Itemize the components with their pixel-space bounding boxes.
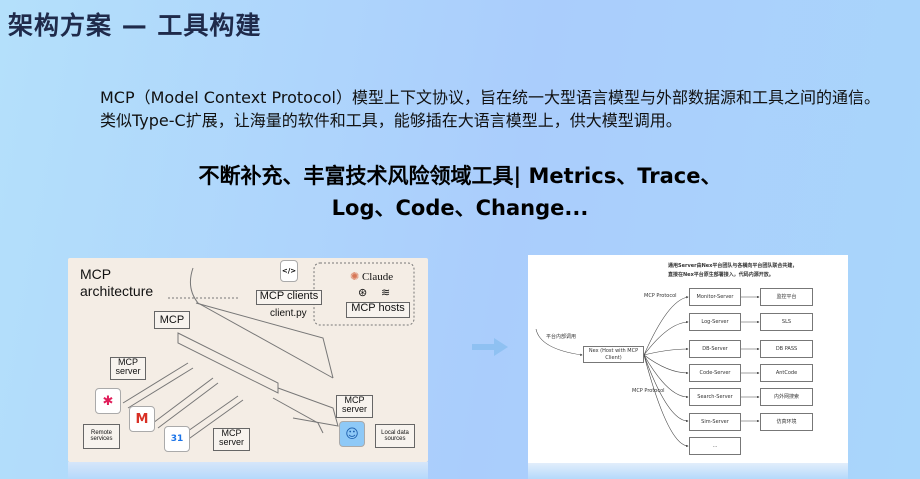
image-reflection — [68, 462, 428, 479]
headline-line-2: Log、Code、Change... — [331, 196, 589, 220]
server-box: Sim-Server — [689, 413, 741, 431]
mcp-server-box-3: MCP server — [213, 428, 250, 451]
target-box: AntCode — [760, 364, 813, 382]
gmail-icon: M — [129, 406, 155, 432]
more-servers-box: ... — [689, 437, 741, 455]
mcp-architecture-image: MCP architecture </> MCP clients client.… — [68, 258, 428, 462]
note-line-2: 直接在Nex平台原生部署接入，代码内源开放。 — [668, 272, 774, 278]
mcp-server-box-1: MCP server — [110, 357, 146, 380]
mcp-clients-box: MCP clients — [256, 290, 322, 305]
nex-host-box: Nex (Host with MCP Client) — [583, 346, 644, 363]
finder-icon: ☺ — [339, 421, 365, 447]
remote-services-label: Remote services — [83, 424, 120, 449]
target-box: 仿真环境 — [760, 413, 813, 431]
mcp-hosts-box: MCP hosts — [346, 302, 410, 318]
architecture-title-line-1: MCP — [80, 266, 112, 282]
claude-star-icon: ✺ — [350, 271, 360, 283]
target-box: 监控平台 — [760, 288, 813, 306]
arrow-right-icon — [472, 338, 508, 356]
calendar-icon: 31 — [164, 426, 190, 452]
mcp-server-box-2: MCP server — [336, 395, 373, 418]
mcp-box: MCP — [154, 311, 190, 329]
nex-mcp-diagram: 通用Server由Nex平台团队与各横向平台团队联合共建， 直接在Nex平台原生… — [528, 255, 848, 463]
server-box: Search-Server — [689, 388, 741, 406]
diagram-connectors — [535, 295, 760, 448]
server-box: DB-Server — [689, 340, 741, 358]
target-box: DB PASS — [760, 340, 813, 358]
server-box: Monitor-Server — [689, 288, 741, 306]
claude-logo: ✺ Claude — [350, 270, 393, 283]
local-data-sources-label: Local data sources — [375, 424, 415, 448]
openai-icon: ⊛ — [358, 287, 368, 299]
architecture-title-line-2: architecture — [80, 283, 154, 299]
architecture-title: MCP architecture — [80, 266, 153, 300]
protocol-label-bottom: MCP Protocol — [632, 388, 665, 394]
code-file-icon: </> — [280, 260, 298, 282]
server-box: Code-Server — [689, 364, 741, 382]
target-box: 内外网搜索 — [760, 388, 813, 406]
protocol-label-top: MCP Protocol — [644, 293, 677, 299]
claude-label: Claude — [361, 271, 394, 283]
server-box: Log-Server — [689, 313, 741, 331]
image-reflection — [528, 463, 848, 479]
note-line-1: 通用Server由Nex平台团队与各横向平台团队联合共建， — [668, 263, 798, 269]
client-file-label: client.py — [270, 308, 307, 319]
intro-text: MCP（Model Context Protocol）模型上下文协议，旨在统一大… — [100, 88, 880, 130]
slide-title: 架构方案 — 工具构建 — [8, 11, 262, 40]
target-box: SLS — [760, 313, 813, 331]
stack-icon: ≋ — [381, 287, 391, 299]
slack-icon: ✱ — [95, 388, 121, 414]
internal-call-label: 平台内部调用 — [546, 334, 577, 340]
headline: 不断补充、丰富技术风险领域工具| Metrics、Trace、 Log、Code… — [100, 160, 820, 224]
headline-line-1: 不断补充、丰富技术风险领域工具| Metrics、Trace、 — [198, 164, 722, 188]
